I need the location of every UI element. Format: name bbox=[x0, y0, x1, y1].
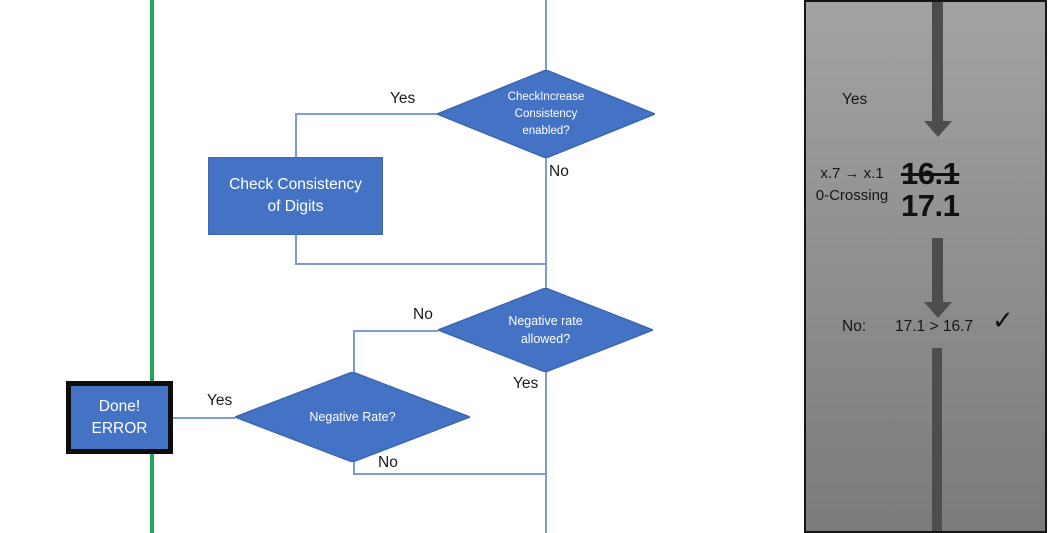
decision-check-increase: CheckIncrease Consistency enabled? bbox=[437, 70, 655, 158]
diamond-shape-icon bbox=[437, 70, 655, 158]
down-arrow-head-1-icon bbox=[924, 121, 952, 137]
connector-negrate-to-main bbox=[353, 473, 545, 475]
decision-negative-rate: Negative Rate? bbox=[235, 372, 470, 462]
decision-check-increase-label: CheckIncrease Consistency enabled? bbox=[507, 90, 585, 137]
connector-main-vertical bbox=[545, 0, 547, 533]
down-arrow-shaft-3 bbox=[932, 348, 942, 531]
annotation-panel: Yes x.7 → x.1 0-Crossing 16.1 17.1 No: 1… bbox=[804, 0, 1047, 533]
connector-yes-to-process bbox=[295, 113, 437, 115]
connector-process-to-main bbox=[295, 263, 545, 265]
branch-label-yes-1: Yes bbox=[390, 90, 416, 107]
green-divider-line bbox=[150, 0, 154, 533]
down-arrow-head-2-icon bbox=[924, 302, 952, 318]
comparison-text: 17.1 > 16.7 bbox=[895, 318, 973, 335]
decision-negative-rate-allowed: Negative rate allowed? bbox=[438, 288, 653, 372]
decision-negative-rate-allowed-label: Negative rate allowed? bbox=[508, 314, 583, 346]
branch-label-no-3: No bbox=[378, 454, 398, 471]
connector-yes-to-done bbox=[172, 417, 235, 419]
branch-label-yes-3: Yes bbox=[207, 392, 233, 409]
decision-negative-rate-label: Negative Rate? bbox=[309, 410, 396, 424]
diamond-shape-icon bbox=[235, 372, 470, 462]
check-mark-icon: ✓ bbox=[992, 305, 1014, 335]
terminal-done-error: Done! ERROR bbox=[66, 381, 173, 454]
down-arrow-shaft-1 bbox=[932, 2, 943, 121]
connector-negrate-bottom bbox=[353, 462, 355, 473]
down-arrow-shaft-2 bbox=[932, 238, 943, 302]
connector-no-branch-down bbox=[353, 330, 355, 372]
connector-no-branch bbox=[353, 330, 438, 332]
connector-into-process-top bbox=[295, 113, 297, 157]
diamond-shape-icon bbox=[438, 288, 653, 372]
rule-text: x.7 → x.1 0-Crossing bbox=[815, 165, 889, 204]
panel-yes-label: Yes bbox=[842, 91, 868, 108]
branch-label-no-2: No bbox=[413, 306, 433, 323]
branch-label-no-1: No bbox=[549, 163, 569, 180]
branch-label-yes-2: Yes bbox=[513, 375, 539, 392]
connector-process-bottom bbox=[295, 235, 297, 263]
process-check-consistency: Check Consistency of Digits bbox=[208, 157, 383, 235]
panel-no-label: No: bbox=[842, 318, 867, 335]
old-value: 16.1 bbox=[901, 156, 960, 191]
new-value: 17.1 bbox=[901, 188, 960, 223]
